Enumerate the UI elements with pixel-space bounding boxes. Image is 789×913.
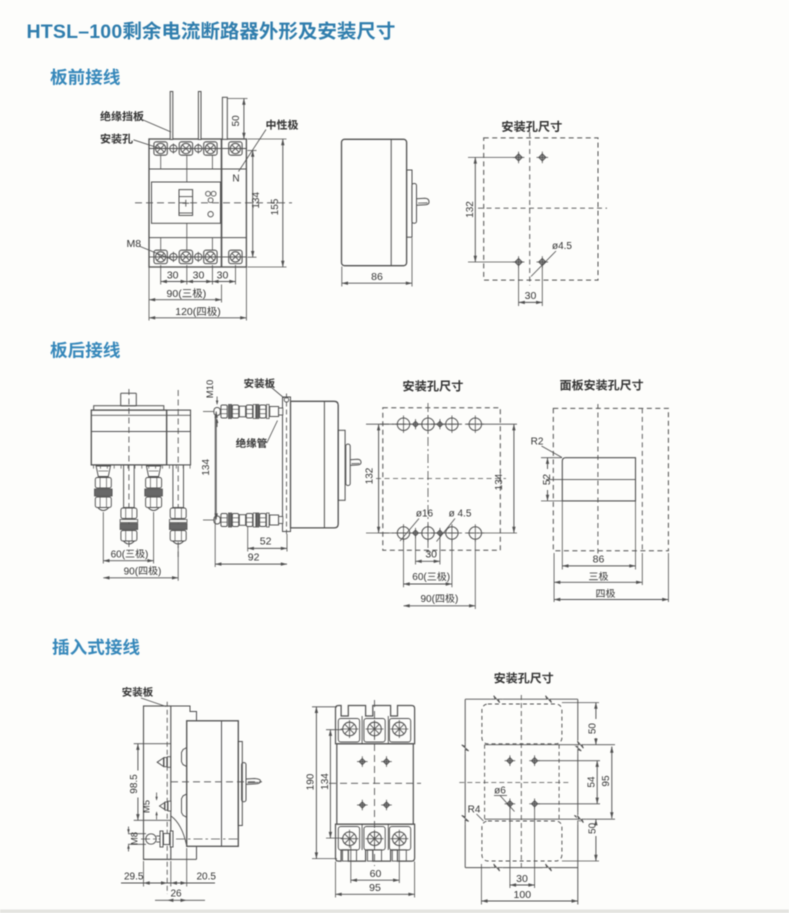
svg-text:134: 134 <box>494 473 505 490</box>
svg-text:30: 30 <box>193 269 205 281</box>
svg-text:90(: 90( <box>124 566 139 577</box>
svg-text:86: 86 <box>371 271 383 283</box>
svg-text:): ) <box>455 594 458 605</box>
svg-text:26: 26 <box>170 889 182 900</box>
svg-text:92: 92 <box>248 551 260 563</box>
svg-text:): ) <box>145 549 148 560</box>
svg-text:98.5: 98.5 <box>129 774 140 794</box>
svg-text:30: 30 <box>217 269 229 281</box>
svg-text:29.5: 29.5 <box>124 872 144 883</box>
svg-text:30: 30 <box>516 873 528 885</box>
svg-text:52: 52 <box>542 474 553 486</box>
svg-text:134: 134 <box>251 192 262 209</box>
svg-text:132: 132 <box>365 467 376 484</box>
svg-text:60: 60 <box>370 868 382 880</box>
svg-text:M5: M5 <box>142 800 153 813</box>
svg-text:50: 50 <box>588 822 599 834</box>
svg-text:ø16: ø16 <box>416 509 434 520</box>
svg-text:): ) <box>217 306 221 318</box>
svg-text:30: 30 <box>425 549 437 561</box>
svg-text:134: 134 <box>201 459 212 476</box>
svg-text:60(: 60( <box>111 549 126 560</box>
svg-text:95: 95 <box>601 775 612 787</box>
svg-text:132: 132 <box>465 201 476 218</box>
svg-text:ø4.5: ø4.5 <box>552 241 572 252</box>
svg-text:): ) <box>203 288 207 300</box>
svg-text:): ) <box>447 572 450 583</box>
svg-text:134: 134 <box>320 773 331 790</box>
svg-text:86: 86 <box>593 553 605 565</box>
svg-text:ø6: ø6 <box>494 786 506 797</box>
svg-text:20.5: 20.5 <box>196 872 216 883</box>
svg-text:52: 52 <box>260 536 272 548</box>
svg-text:60(: 60( <box>412 572 427 583</box>
svg-text:M8: M8 <box>127 238 142 250</box>
svg-text:120(: 120( <box>175 306 197 318</box>
svg-text:50: 50 <box>231 115 242 127</box>
svg-text:90(: 90( <box>167 288 183 300</box>
svg-text:30: 30 <box>167 269 179 281</box>
svg-text:90(: 90( <box>421 594 436 605</box>
svg-text:): ) <box>158 566 161 577</box>
svg-text:ø 4.5: ø 4.5 <box>449 509 472 520</box>
svg-text:50: 50 <box>588 723 599 735</box>
svg-text:HTSL–100: HTSL–100 <box>27 21 123 43</box>
svg-text:30: 30 <box>525 290 537 302</box>
svg-text:190: 190 <box>306 773 317 790</box>
svg-text:M10: M10 <box>205 380 216 398</box>
svg-text:R2: R2 <box>531 437 544 448</box>
svg-text:95: 95 <box>369 882 381 894</box>
svg-text:155: 155 <box>270 198 281 215</box>
svg-text:54: 54 <box>587 776 598 788</box>
svg-text:100: 100 <box>514 889 532 901</box>
svg-text:N: N <box>232 174 239 185</box>
svg-text:M8: M8 <box>129 832 140 845</box>
svg-text:R4: R4 <box>468 805 481 816</box>
